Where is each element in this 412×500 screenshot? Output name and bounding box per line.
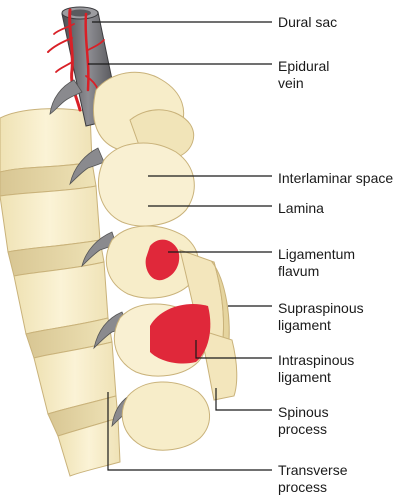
label-epidural-vein-line1: Epidural — [278, 58, 330, 74]
label-spinous-process-line2: process — [278, 421, 328, 437]
label-transverse-process-line2: process — [278, 479, 328, 495]
label-intraspinous-ligament-line1: Intraspinous — [278, 352, 355, 368]
label-dural-sac: Dural sac — [278, 14, 338, 30]
label-interlaminar-space: Interlaminar space — [278, 170, 394, 186]
label-lamina: Lamina — [278, 200, 324, 216]
label-supraspinous-ligament-line1: Supraspinous — [278, 300, 364, 316]
label-ligamentum-flavum-line2: flavum — [278, 263, 320, 279]
label-spinous-process: Spinous process — [278, 404, 329, 438]
ligaments-red — [145, 239, 211, 364]
label-supraspinous-ligament-line2: ligament — [278, 317, 331, 333]
label-transverse-process-line1: Transverse — [278, 462, 348, 478]
label-epidural-vein-line2: vein — [278, 75, 304, 91]
label-spinous-process-line1: Spinous — [278, 404, 329, 420]
spinous-processes — [179, 249, 238, 401]
label-transverse-process: Transverse process — [278, 462, 348, 496]
vertebral-bodies — [0, 108, 121, 477]
label-ligamentum-flavum: Ligamentum flavum — [278, 246, 355, 280]
label-ligamentum-flavum-line1: Ligamentum — [278, 246, 356, 262]
leader-lines — [88, 21, 272, 471]
epidural-veins — [47, 8, 105, 112]
label-intraspinous-ligament-line2: ligament — [278, 369, 331, 385]
label-intraspinous-ligament: Intraspinous ligament — [278, 352, 354, 386]
label-epidural-vein: Epidural vein — [278, 58, 329, 92]
label-supraspinous-ligament: Supraspinous ligament — [278, 300, 364, 334]
